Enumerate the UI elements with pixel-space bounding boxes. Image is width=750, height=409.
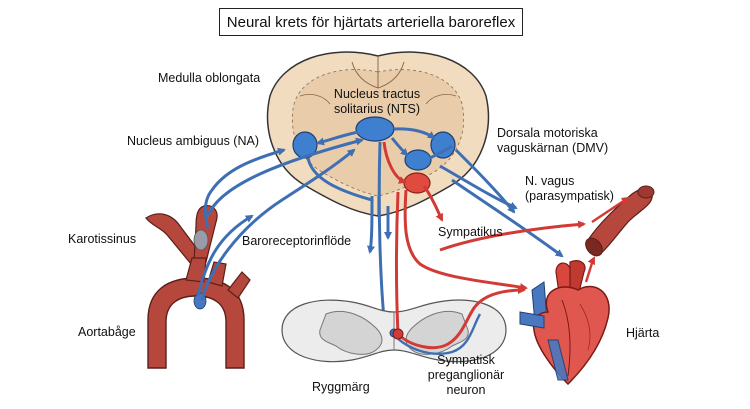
na-label: Nucleus ambiguus (NA) <box>127 134 259 148</box>
sympatikus-label: Sympatikus <box>438 225 503 239</box>
dmv-nucleus-upper <box>430 131 456 159</box>
hjarta-label: Hjärta <box>626 326 660 340</box>
symp-label-line2: preganglionär <box>427 368 505 382</box>
vagus-label-line1: N. vagus <box>525 174 575 188</box>
vagus-label-line2: (parasympatisk) <box>525 189 614 203</box>
symp-label-line1: Sympatisk <box>437 353 495 367</box>
diagram-title: Neural krets för hjärtats arteriella bar… <box>219 8 523 36</box>
baroreceptor-label: Baroreceptorinflöde <box>242 234 352 248</box>
sympathetic-paths <box>395 185 586 350</box>
heart-icon <box>519 260 610 386</box>
dmv-nucleus <box>404 149 432 171</box>
afferent-paths <box>196 137 364 301</box>
preganglionic-neuron <box>392 328 404 340</box>
artery-segment-icon <box>585 185 655 257</box>
medulla-label: Medulla oblongata <box>158 71 261 85</box>
ryggmarg-label: Ryggmärg <box>312 380 370 394</box>
symp-label-line3: neuron <box>446 383 486 397</box>
dmv-label-line2: vaguskärnan (DMV) <box>497 141 609 155</box>
sympathetic-outer-path <box>391 313 482 355</box>
aortabage-label: Aortabåge <box>78 325 136 339</box>
nts-label-line1: Nucleus tractus <box>333 87 421 101</box>
aortic-arch-icon <box>147 257 251 369</box>
vagus-arrow-to-artery <box>591 196 630 223</box>
sympathetic-arrow-to-heart <box>584 256 596 283</box>
dmv-label-line1: Dorsala motoriska <box>497 126 598 140</box>
karotissinus-label: Karotissinus <box>68 232 137 246</box>
nts-nucleus <box>355 116 395 142</box>
nts-label-line2: solitarius (NTS) <box>333 102 421 116</box>
medulla-connections <box>316 127 453 160</box>
nts-to-rvlm-path <box>382 141 407 184</box>
